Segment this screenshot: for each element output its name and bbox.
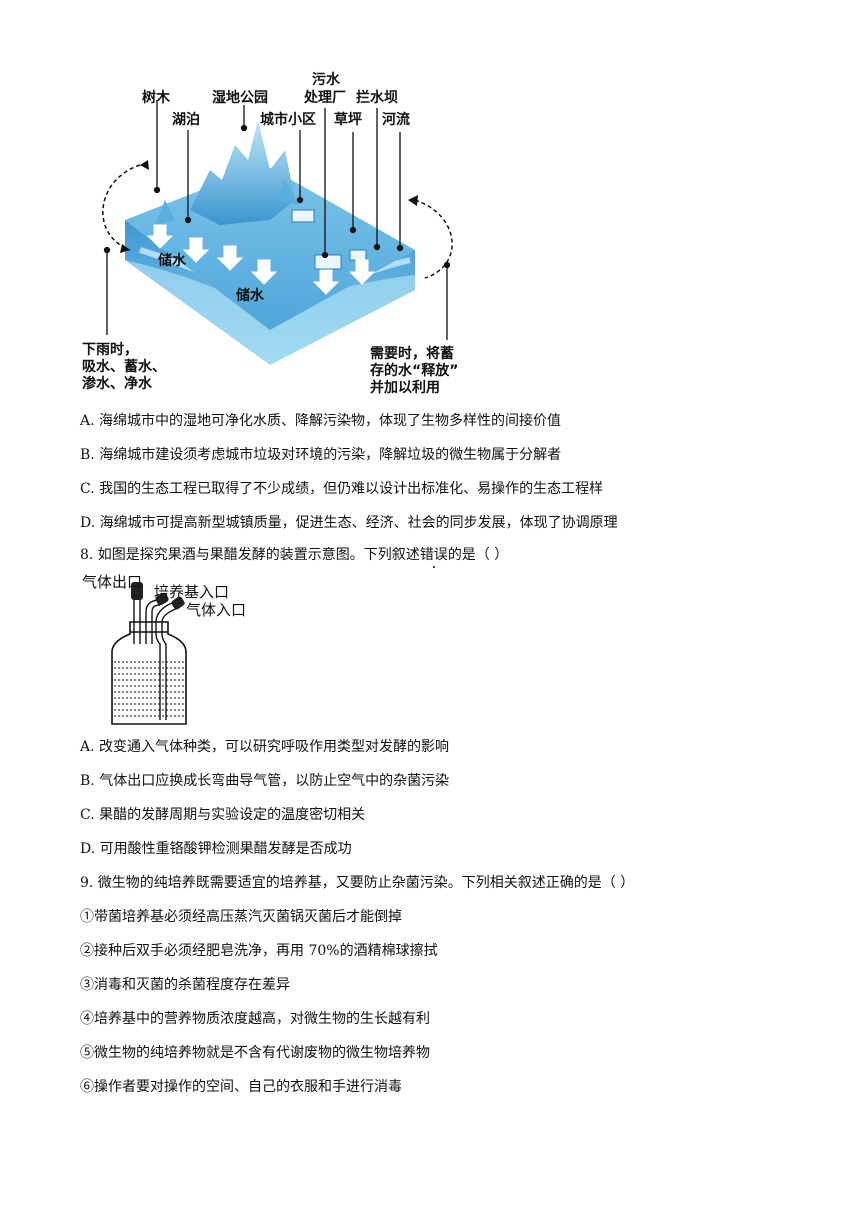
q9-item-6: ⑥操作者要对操作的空间、自己的衣服和手进行消毒 [80, 1079, 402, 1095]
q8-stem-post: 的是（ ） [447, 547, 509, 563]
q8-stem: 8. 如图是探究果酒与果醋发酵的装置示意图。下列叙述错误的是（ ） [80, 546, 508, 564]
q9-item-3: ③消毒和灭菌的杀菌程度存在差异 [80, 977, 290, 993]
label-river: 河流 [382, 112, 410, 128]
fermentation-apparatus-figure: 气体出口 培养基入口 气体入口 [82, 572, 272, 732]
q8-option-c: C. 果醋的发酵周期与实验设定的温度密切相关 [80, 807, 366, 823]
q9-item-5: ⑤微生物的纯培养物就是不含有代谢废物的微生物培养物 [80, 1045, 430, 1061]
label-rain-3: 渗水、净水 [82, 376, 152, 392]
label-gas-outlet: 气体出口 [82, 573, 143, 591]
label-gas-inlet: 气体入口 [186, 601, 247, 619]
sponge-city-illustration [102, 100, 453, 365]
label-rain-1: 下雨时， [82, 342, 138, 358]
q8-option-d: D. 可用酸性重铬酸钾检测果醋发酵是否成功 [80, 841, 352, 857]
q8-stem-pre: 8. 如图是探究果酒与果醋发酵的装置示意图。下列叙述 [80, 547, 420, 563]
label-storage-2: 储水 [236, 288, 264, 304]
q9-stem: 9. 微生物的纯培养既需要适宜的培养基，又要防止杂菌污染。下列相关叙述正确的是（… [80, 875, 635, 891]
label-need-3: 并加以利用 [370, 380, 440, 396]
fermentation-bottle [111, 582, 187, 725]
q9-item-4: ④培养基中的营养物质浓度越高，对微生物的生长越有利 [80, 1011, 430, 1027]
label-dam: 拦水坝 [356, 90, 398, 106]
q9-item-2: ②接种后双手必须经肥皂洗净，再用 70%的酒精棉球擦拭 [80, 943, 438, 959]
q7-option-a: A. 海绵城市中的湿地可净化水质、降解污染物，体现了生物多样性的间接价值 [80, 413, 562, 429]
label-medium-inlet: 培养基入口 [154, 583, 230, 601]
q8-option-a: A. 改变通入气体种类，可以研究呼吸作用类型对发酵的影响 [80, 739, 450, 755]
label-storage-1: 储水 [158, 253, 186, 269]
label-need-2: 存的水“释放” [370, 363, 459, 379]
sponge-city-figure: 树木 湖泊 湿地公园 污水 处理厂 城市小区 草坪 拦水坝 河流 储水 储水 下… [70, 60, 490, 400]
q7-option-d: D. 海绵城市可提高新型城镇质量，促进生态、经济、社会的同步发展，体现了协调原理 [80, 515, 618, 531]
label-sewage-plant-1: 污水 [312, 72, 340, 88]
q7-option-b: B. 海绵城市建设须考虑城市垃圾对环境的污染，降解垃圾的微生物属于分解者 [80, 447, 562, 463]
q8-option-b: B. 气体出口应换成长弯曲导气管，以防止空气中的杂菌污染 [80, 773, 450, 789]
q9-item-1: ①带菌培养基必须经高压蒸汽灭菌锅灭菌后才能倒掉 [80, 909, 402, 925]
label-sewage-plant-2: 处理厂 [304, 90, 346, 106]
label-trees: 树木 [142, 90, 170, 106]
q8-stem-emphasis: 错误 [419, 547, 448, 563]
label-need-1: 需要时，将蓄 [370, 346, 454, 362]
label-lake: 湖泊 [172, 112, 200, 128]
q7-option-c: C. 我国的生态工程已取得了不少成绩，但仍难以设计出标准化、易操作的生态工程样 [80, 481, 604, 497]
label-rain-2: 吸水、蓄水、 [82, 359, 166, 375]
label-community: 城市小区 [260, 112, 316, 128]
label-wetland-park: 湿地公园 [212, 90, 268, 106]
label-lawn: 草坪 [334, 112, 362, 128]
